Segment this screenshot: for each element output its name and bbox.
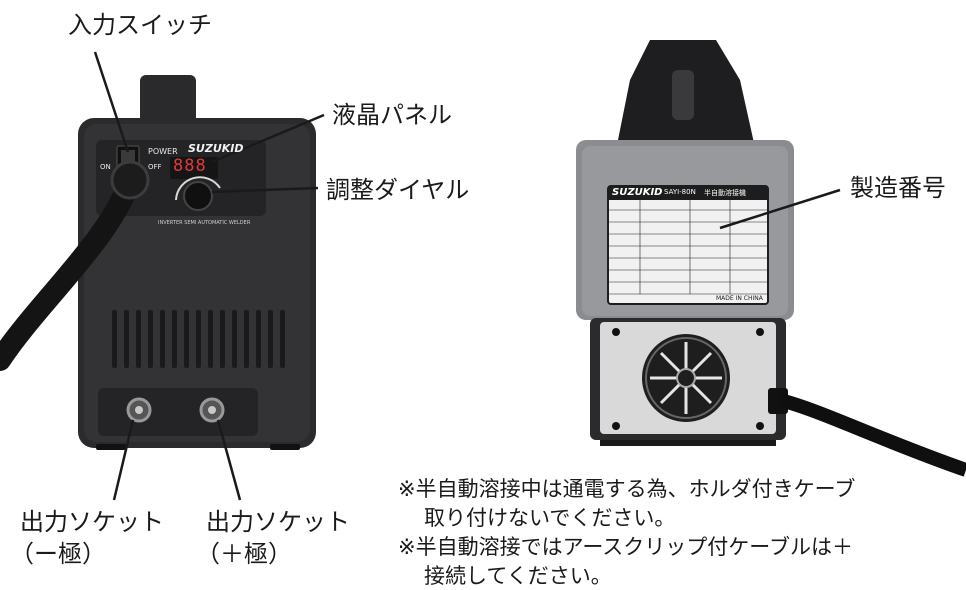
rear-plate-model: SAYI-80N [664, 188, 696, 196]
label-input-switch: 入力スイッチ [68, 11, 212, 39]
label-output-socket-positive-polarity: （＋極） [196, 540, 292, 568]
note-2-line-1: ※半自動溶接ではアースクリップ付ケーブルは＋ [398, 535, 854, 559]
front-power-label: POWER [148, 147, 178, 156]
front-on-label: ON [100, 163, 111, 171]
front-brand-logo: SUZUKID [188, 142, 244, 155]
leader-lines [93, 51, 841, 501]
front-off-label: OFF [148, 163, 162, 171]
label-output-socket-negative: 出力ソケット [20, 508, 164, 536]
front-model-caption: INVERTER SEMI AUTOMATIC WELDER [158, 220, 251, 226]
label-output-socket-negative-polarity: （ー極） [10, 540, 106, 568]
label-output-socket-positive: 出力ソケット [206, 508, 350, 536]
front-lcd-digits: 888 [173, 156, 207, 176]
label-adjust-dial: 調整ダイヤル [326, 176, 470, 204]
rear-plate-origin: MADE IN CHINA [716, 295, 763, 302]
label-serial-number: 製造番号 [850, 174, 946, 202]
front-welder-image [0, 75, 316, 450]
note-2-line-2: 接続してください。 [424, 564, 612, 588]
rear-welder-image [576, 40, 966, 477]
rear-plate-brand: SUZUKID [612, 187, 663, 198]
note-1-line-2: 取り付けないでください。 [424, 506, 676, 530]
note-1-line-1: ※半自動溶接中は通電する為、ホルダ付きケーブ [398, 477, 856, 501]
label-lcd-panel: 液晶パネル [332, 101, 452, 129]
rear-plate-title: 半自動溶接機 [704, 189, 746, 197]
